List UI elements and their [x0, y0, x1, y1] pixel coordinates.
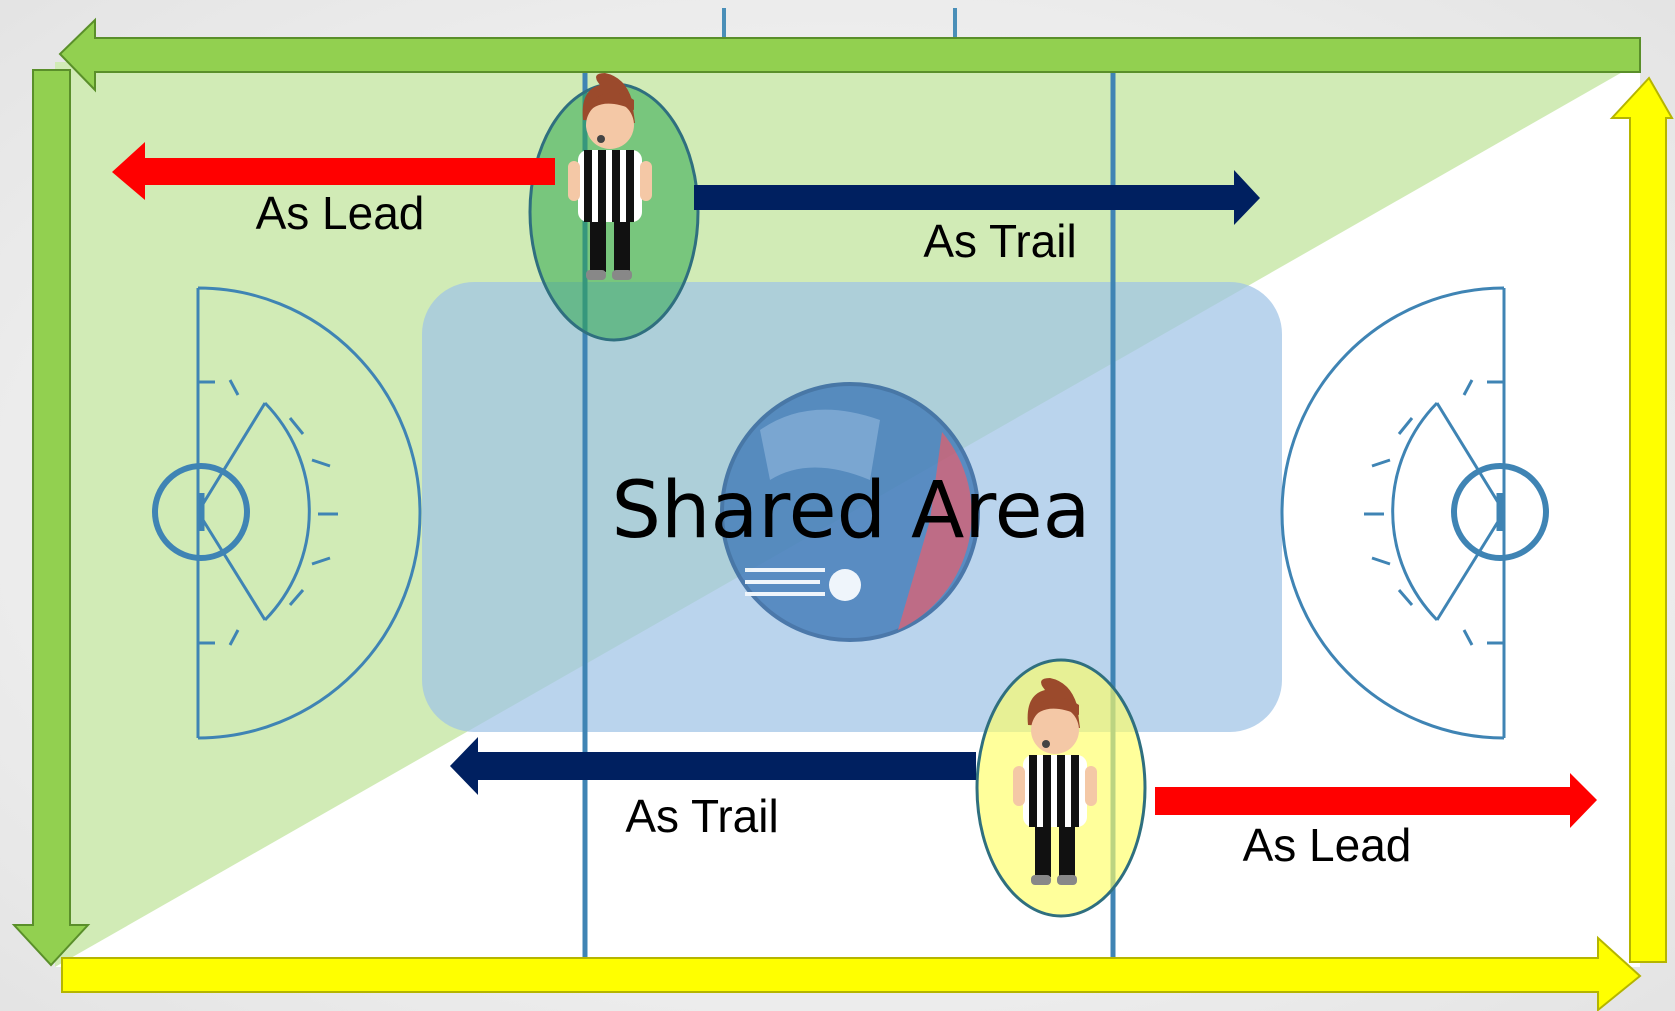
referee-icon [568, 73, 652, 280]
bottom-trail-label: As Trail [625, 790, 778, 842]
referee-icon [1013, 678, 1097, 885]
bottom-lead-arrow [1155, 773, 1597, 828]
left-goal-area [152, 286, 422, 740]
yellow-right-arrow [1609, 76, 1674, 963]
league-logo-icon [720, 382, 980, 642]
yellow-bottom-arrow [61, 935, 1642, 1011]
right-goal-area [1280, 286, 1549, 740]
green-top-arrow [58, 17, 1641, 93]
shared-area-label: Shared Area [612, 466, 1091, 556]
bottom-trail-arrow [450, 737, 976, 795]
green-left-arrow [11, 69, 91, 967]
top-trail-label: As Trail [923, 215, 1076, 267]
top-lead-label: As Lead [256, 187, 425, 239]
top-trail-arrow [694, 170, 1260, 225]
bottom-lead-label: As Lead [1243, 819, 1412, 871]
top-lead-arrow [112, 142, 555, 200]
